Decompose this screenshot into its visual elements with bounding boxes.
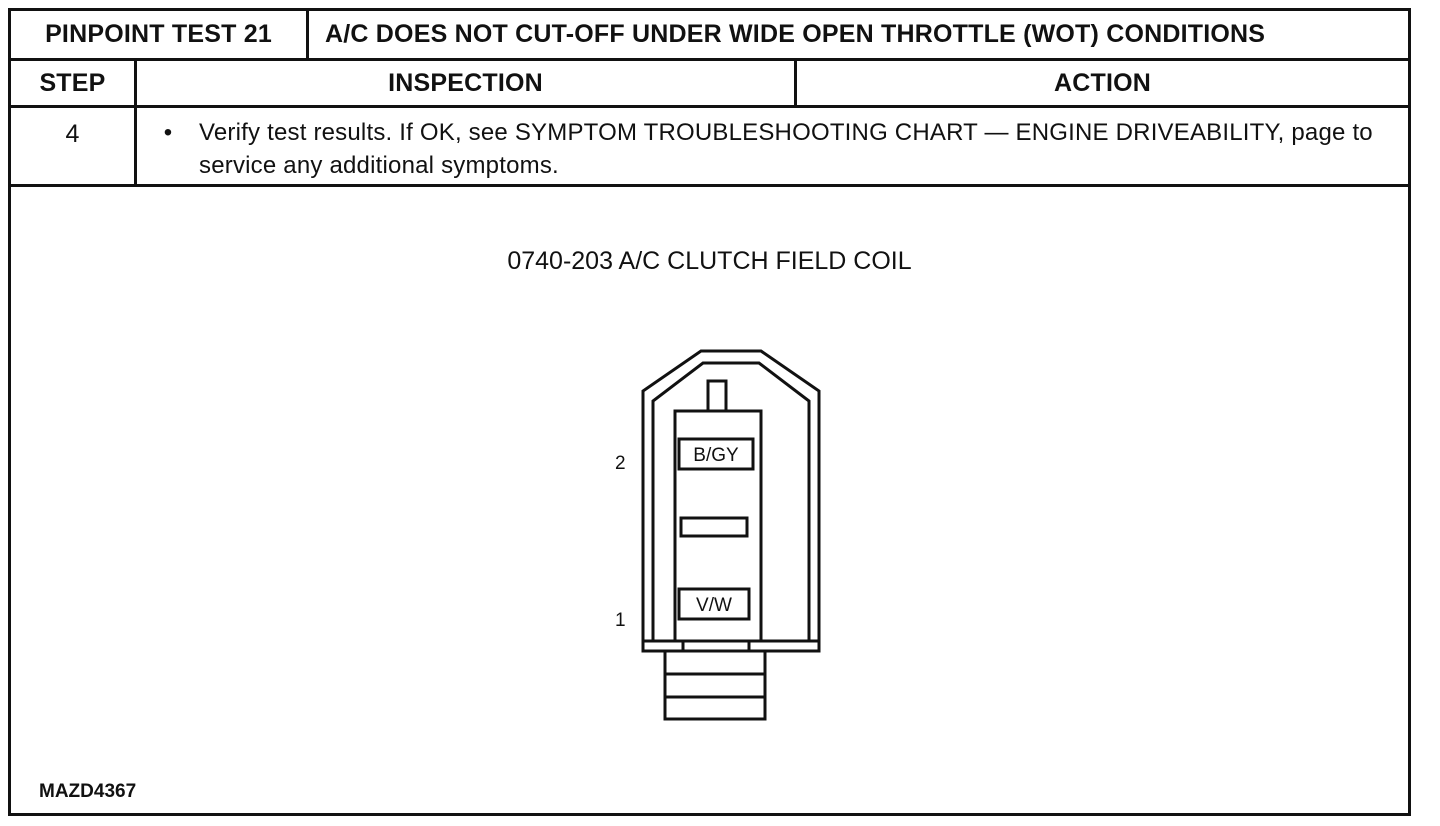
test-title: A/C DOES NOT CUT-OFF UNDER WIDE OPEN THR…: [325, 20, 1266, 48]
connector-key: [706, 379, 728, 413]
pin-2-number: 2: [615, 453, 626, 474]
figure-title: 0740-203 A/C CLUTCH FIELD COIL: [507, 247, 912, 275]
step-text: Verify test results. If OK, see SYMPTOM …: [199, 119, 1373, 179]
step-row: 4 • Verify test results. If OK, see SYMP…: [11, 108, 1408, 187]
pinpoint-test-table: PINPOINT TEST 21 A/C DOES NOT CUT-OFF UN…: [8, 8, 1411, 816]
connector-center-slot: [679, 516, 749, 538]
pin-2-wire: B/GY: [693, 445, 739, 466]
pin-1-number: 1: [615, 610, 626, 631]
bullet-icon: •: [163, 119, 173, 146]
pin-1-terminal: [677, 587, 751, 621]
connector-inner-shell: [651, 361, 811, 643]
column-action: ACTION: [1053, 68, 1152, 97]
header-row: PINPOINT TEST 21 A/C DOES NOT CUT-OFF UN…: [11, 11, 1408, 61]
connector-bottom-step: [641, 639, 821, 653]
column-step: STEP: [11, 61, 137, 105]
pin-1-wire: V/W: [696, 595, 732, 616]
test-label: PINPOINT TEST 21: [11, 11, 309, 58]
pin-2-terminal: [677, 437, 755, 471]
figure-reference: MAZD4367: [39, 781, 137, 802]
column-header-row: STEP INSPECTION ACTION: [11, 61, 1408, 108]
step-number: 4: [11, 108, 137, 184]
connector-latch: [663, 649, 767, 721]
connector-diagram: B/GY V/W 2 1: [615, 349, 821, 721]
column-inspection: INSPECTION: [137, 61, 797, 105]
step-body: • Verify test results. If OK, see SYMPTO…: [137, 108, 1408, 184]
